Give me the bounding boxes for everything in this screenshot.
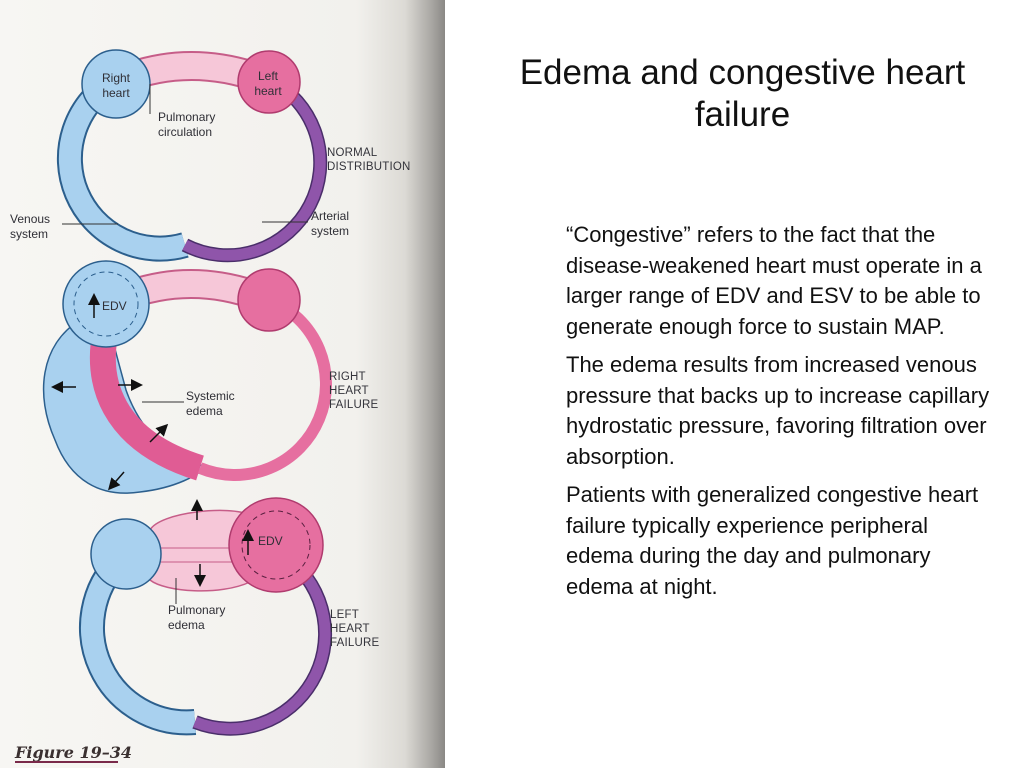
left-heart-chamber-2 [237, 268, 301, 332]
slide-title: Edema and congestive heart failure [519, 53, 966, 134]
engorged-venous-vessel [89, 327, 205, 481]
figure-panel: Right heart Left heart Pulmonary circula… [0, 0, 445, 768]
edema-arrow-up-icon [149, 423, 169, 443]
dilated-right-heart [62, 260, 150, 348]
systemic-edema-label-2: edema [186, 404, 223, 418]
body-paragraph-2: The edema results from increased venous … [566, 352, 990, 469]
edema-arrow-down-icon [108, 471, 125, 491]
left-heart-label-1: Left [258, 69, 279, 83]
left-heart-failure-panel: EDV Pulmonary edema LEFT HEART FAILURE [79, 497, 379, 736]
pulmonary-circulation-label-2: circulation [158, 125, 212, 139]
body-paragraph-3: Patients with generalized congestive hea… [566, 482, 979, 599]
left-heart-chamber [237, 50, 301, 114]
pulmonary-circulation-label-1: Pulmonary [158, 110, 215, 124]
venous-system-label-2: system [10, 227, 48, 241]
pulmonary-edema-label-2: edema [168, 618, 205, 632]
left-heart-label-2: heart [254, 84, 282, 98]
left-failure-label-2: HEART [330, 623, 370, 635]
heart-failure-diagram: Right heart Left heart Pulmonary circula… [10, 49, 411, 763]
right-heart-label-1: Right [102, 71, 131, 85]
pulmonary-edema-label-1: Pulmonary [168, 603, 225, 617]
left-failure-label-1: LEFT [330, 609, 359, 621]
arterial-system-label-2: system [311, 224, 349, 238]
arterial-system-label-1: Arterial [311, 209, 349, 223]
normal-condition-label-2: DISTRIBUTION [327, 161, 411, 173]
right-failure-label-2: HEART [329, 385, 369, 397]
right-heart-chamber-3 [90, 518, 162, 590]
venous-system-label-1: Venous [10, 212, 50, 226]
systemic-edema-label-1: Systemic [186, 389, 235, 403]
arterial-vessel-2 [197, 294, 332, 481]
left-failure-label-3: FAILURE [330, 637, 379, 649]
body-paragraph-1: “Congestive” refers to the fact that the… [566, 222, 982, 339]
right-failure-label-1: RIGHT [329, 371, 366, 383]
normal-distribution-panel: Right heart Left heart Pulmonary circula… [10, 49, 411, 263]
right-heart-label-2: heart [102, 86, 130, 100]
normal-condition-label-1: NORMAL [327, 147, 378, 159]
figure-caption: Figure 19–34 [14, 743, 132, 762]
right-failure-label-3: FAILURE [329, 399, 378, 411]
right-edv-label: EDV [102, 299, 127, 313]
right-heart-failure-panel: EDV Systemic edema RIGHT HEART FAILURE [42, 260, 378, 494]
dilated-left-heart [228, 497, 324, 593]
left-edv-label: EDV [258, 534, 283, 548]
slide-body: “Congestive” refers to the fact that the… [566, 220, 996, 610]
